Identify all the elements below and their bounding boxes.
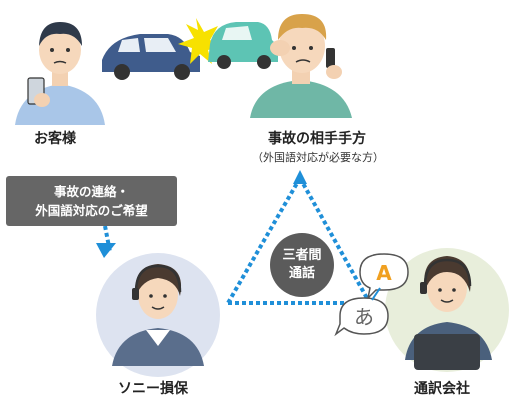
contact-request-callout: 事故の連絡・ 外国語対応のご希望: [6, 176, 177, 226]
arrow-down-icon: [96, 243, 116, 258]
sony-label: ソニー損保: [118, 381, 188, 397]
interpreter-figure: [385, 248, 509, 372]
line-to-interpreter: [298, 177, 370, 301]
counterparty-label: 事故の相手手方: [268, 131, 366, 147]
badge-line-2: 通話: [288, 266, 315, 281]
letter-jp: あ: [354, 305, 374, 329]
headset-icon: [132, 264, 182, 300]
counterparty-note: （外国語対応が必要な方）: [252, 151, 384, 164]
sony-figure: [96, 253, 220, 377]
customer-figure: [15, 22, 105, 125]
speech-bubble-icon: [334, 253, 409, 337]
callout-line-1: 事故の連絡・: [53, 184, 129, 199]
line-to-counterparty: [226, 177, 302, 304]
customer-label: お客様: [34, 131, 76, 147]
car-crash-icon: [102, 18, 278, 80]
badge-line-1: 三者間: [282, 248, 322, 263]
counterparty-figure: [250, 14, 352, 118]
arrow-up-icon: [293, 170, 307, 184]
three-way-call-badge: 三者間 通話: [270, 233, 334, 297]
interpreter-label: 通訳会社: [414, 381, 470, 397]
callout-line-2: 外国語対応のご希望: [35, 203, 148, 218]
letter-a: A: [376, 261, 392, 285]
